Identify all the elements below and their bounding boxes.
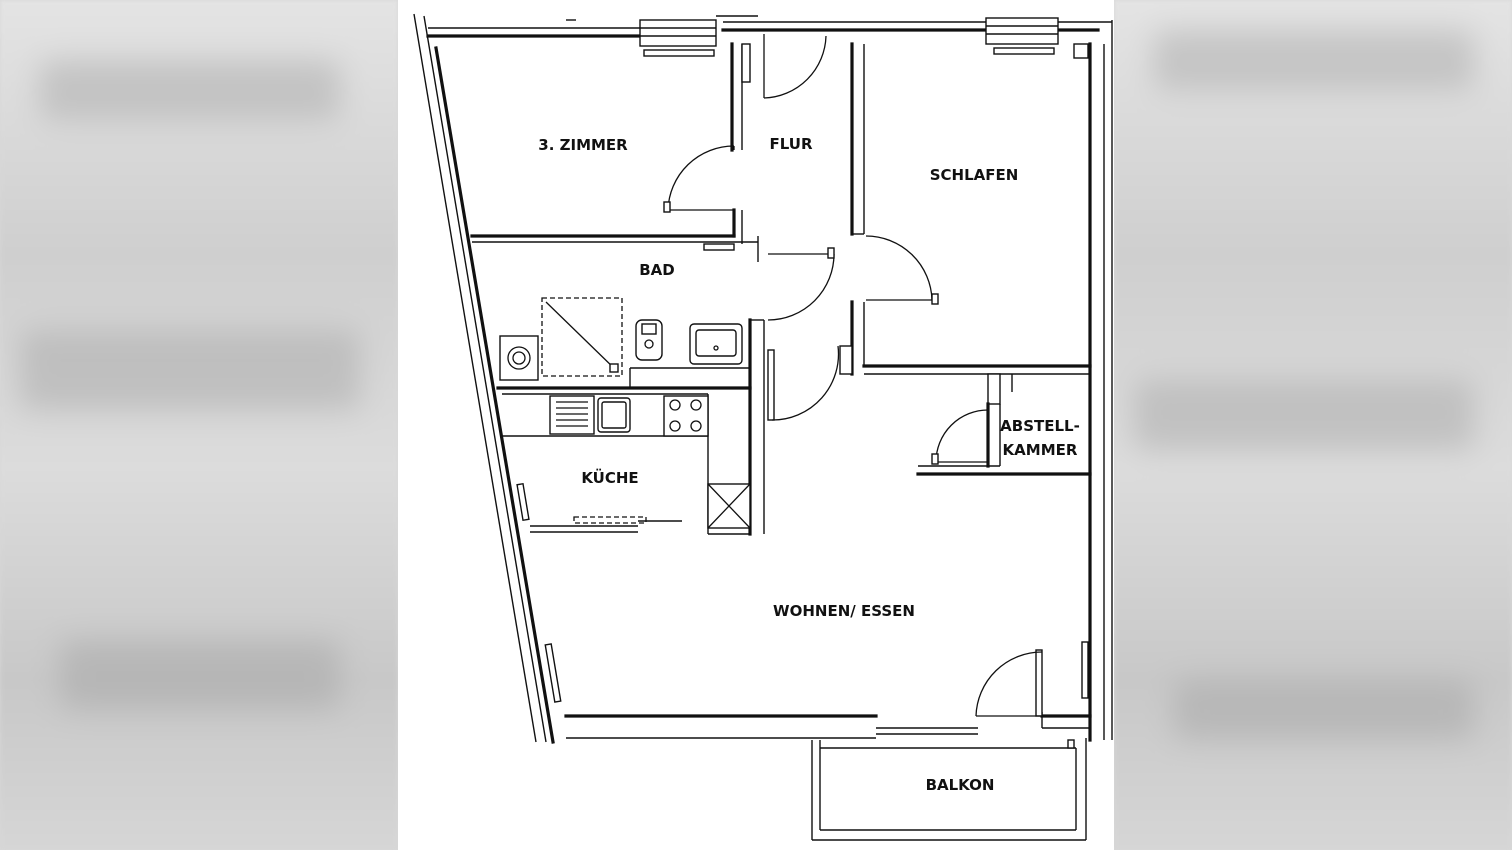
exterior-wall-west	[413, 13, 555, 744]
room-label-3-zimmer: 3. ZIMMER	[538, 136, 628, 154]
door-schlafen	[865, 235, 939, 305]
window-north-1	[639, 19, 717, 57]
blurred-background-left	[0, 0, 398, 850]
room-label-kueche: KÜCHE	[581, 469, 639, 487]
floorplan-drawing	[413, 13, 1113, 841]
room-label-abstell: ABSTELL-	[1000, 417, 1080, 435]
window-west-kitchen	[516, 482, 530, 522]
room-label-flur: FLUR	[769, 135, 813, 153]
room-label-balkon: BALKON	[925, 776, 995, 794]
door-balkon	[975, 649, 1043, 717]
toilet	[635, 319, 663, 361]
door-zimmer	[663, 145, 735, 213]
shower-tray	[541, 297, 623, 377]
room-label-wohnen-essen: WOHNEN/ ESSEN	[773, 602, 915, 620]
stove	[663, 395, 709, 437]
refrigerator	[707, 483, 751, 529]
balcony-outline	[811, 738, 1087, 841]
door-entry	[758, 29, 827, 99]
door-bad	[767, 247, 835, 321]
washbasin	[689, 323, 743, 365]
interior-walls	[470, 42, 1092, 536]
drying-rack	[549, 395, 595, 435]
door-kitchen	[767, 345, 840, 421]
exterior-wall-east	[1073, 20, 1113, 742]
room-label-bad: BAD	[639, 261, 675, 279]
exterior-wall-south	[564, 712, 1092, 739]
floorplan-panel: 3. ZIMMER FLUR SCHLAFEN BAD ABSTELL- KAM…	[398, 0, 1114, 850]
window-north-2	[985, 17, 1059, 55]
blurred-background-right	[1114, 0, 1512, 850]
room-label-kammer: KAMMER	[1002, 441, 1078, 459]
washing-machine	[499, 335, 539, 381]
window-west-living	[544, 643, 562, 703]
kitchen-sink	[597, 397, 631, 433]
room-label-schlafen: SCHLAFEN	[929, 166, 1019, 184]
door-abstellkammer	[931, 409, 989, 465]
